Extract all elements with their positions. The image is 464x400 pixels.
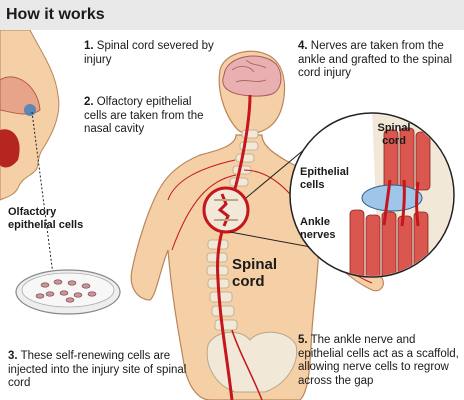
- step-5: 5. The ankle nerve and epithelial cells …: [298, 334, 459, 387]
- spinal-repair-illustration: [0, 30, 455, 400]
- step-3: 3. These self-renewing cells are injecte…: [8, 350, 187, 389]
- olfactory-pointer: [31, 111, 56, 291]
- petri-dish: [15, 269, 121, 315]
- label-olfactory-cells: Olfactory epithelial cells: [8, 206, 84, 231]
- header-bar: How it works: [0, 0, 464, 30]
- step-1: 1. Spinal cord severed by injury: [84, 40, 214, 66]
- step-4: 4. Nerves are taken from the ankle and g…: [298, 40, 453, 79]
- label-spinal-cord-inset: Spinal cord: [377, 122, 411, 147]
- spinal-nerve: [216, 94, 252, 400]
- page-title: How it works: [6, 6, 105, 23]
- nasal-highlight: [24, 104, 36, 116]
- peripheral-nerve-left: [167, 159, 237, 251]
- label-spinal-cord-body: Spinal cord: [232, 256, 278, 290]
- inset-upper-cord: [383, 127, 431, 193]
- injury-site-marker: [202, 186, 250, 234]
- epithelial-cell-cluster: [361, 184, 423, 212]
- label-ankle-nerves: Ankle nerves: [300, 216, 336, 241]
- mouth-cavity: [0, 129, 20, 168]
- label-epithelial-cells: Epithelial cells: [300, 166, 349, 191]
- step-2: 2. Olfactory epithelial cells are taken …: [84, 96, 204, 135]
- leg-nerve: [231, 329, 263, 400]
- brain: [222, 55, 282, 97]
- inset-lower-cord: [349, 209, 429, 276]
